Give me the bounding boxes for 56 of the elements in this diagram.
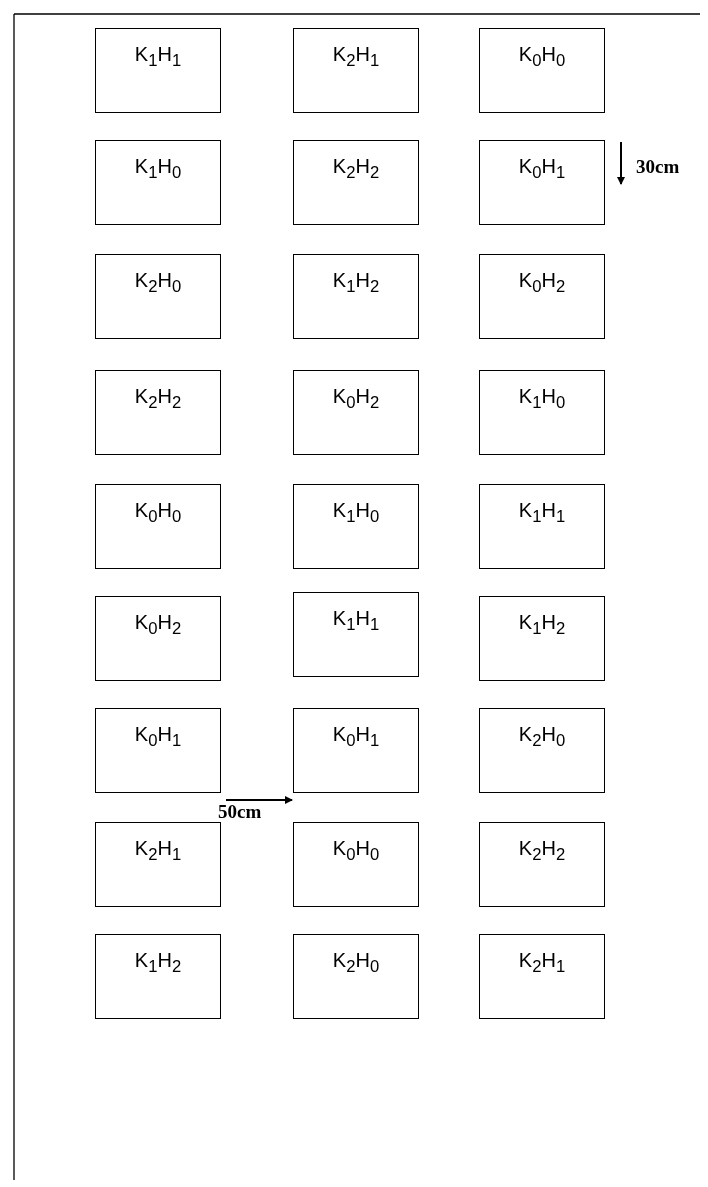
plot-box (95, 484, 221, 569)
plot-box (293, 370, 419, 455)
plot-label: K$_{2}$H$_{2}$ (331, 155, 381, 183)
plot-label: K$_{2}$H$_{2}$ (133, 385, 183, 413)
plot-box (293, 934, 419, 1019)
plot-box (293, 592, 419, 677)
plot-label: K$_{0}$H$_{2}$ (133, 611, 183, 639)
plot-label: K$_{1}$H$_{0}$ (133, 155, 183, 183)
plot-box (95, 370, 221, 455)
plot-label: K$_{2}$H$_{1}$ (517, 949, 567, 977)
plot-box (293, 254, 419, 339)
plot-box (95, 822, 221, 907)
plot-label: K$_{1}$H$_{2}$ (517, 611, 567, 639)
plot-box (95, 934, 221, 1019)
plot-box (479, 370, 605, 455)
plot-box (479, 934, 605, 1019)
plot-label: K$_{0}$H$_{1}$ (331, 723, 381, 751)
plot-label: K$_{0}$H$_{2}$ (517, 269, 567, 297)
plot-box (479, 254, 605, 339)
plot-label: K$_{0}$H$_{0}$ (331, 837, 381, 865)
plot-label: K$_{2}$H$_{1}$ (331, 43, 381, 71)
plot-label: K$_{2}$H$_{0}$ (331, 949, 381, 977)
plot-box (293, 28, 419, 113)
plot-label: K$_{2}$H$_{0}$ (517, 723, 567, 751)
plot-label: K$_{1}$H$_{2}$ (133, 949, 183, 977)
plot-label: K$_{1}$H$_{0}$ (517, 385, 567, 413)
plot-box (479, 822, 605, 907)
plot-box (479, 596, 605, 681)
plot-label: K$_{0}$H$_{1}$ (517, 155, 567, 183)
dimension-label: 30cm (636, 158, 680, 176)
plot-box (293, 708, 419, 793)
plot-label: K$_{1}$H$_{1}$ (133, 43, 183, 71)
plot-label: K$_{2}$H$_{1}$ (133, 837, 183, 865)
plot-box (479, 708, 605, 793)
plot-box (293, 140, 419, 225)
plot-box (95, 596, 221, 681)
plot-box (479, 28, 605, 113)
plot-label: K$_{1}$H$_{1}$ (517, 499, 567, 527)
plot-box (95, 708, 221, 793)
plot-label: K$_{0}$H$_{0}$ (133, 499, 183, 527)
plot-label: K$_{0}$H$_{2}$ (331, 385, 381, 413)
plot-label: K$_{2}$H$_{2}$ (517, 837, 567, 865)
dimension-label: 50cm (218, 803, 262, 821)
plot-box (95, 140, 221, 225)
plot-label: K$_{0}$H$_{0}$ (517, 43, 567, 71)
plot-label: K$_{0}$H$_{1}$ (133, 723, 183, 751)
plot-box (95, 28, 221, 113)
plot-label: K$_{1}$H$_{1}$ (331, 607, 381, 635)
plot-label: K$_{1}$H$_{2}$ (331, 269, 381, 297)
plot-label: K$_{1}$H$_{0}$ (331, 499, 381, 527)
plot-box (479, 140, 605, 225)
plot-box (95, 254, 221, 339)
plot-box (293, 484, 419, 569)
plot-label: K$_{2}$H$_{0}$ (133, 269, 183, 297)
plot-box (293, 822, 419, 907)
plot-box (479, 484, 605, 569)
